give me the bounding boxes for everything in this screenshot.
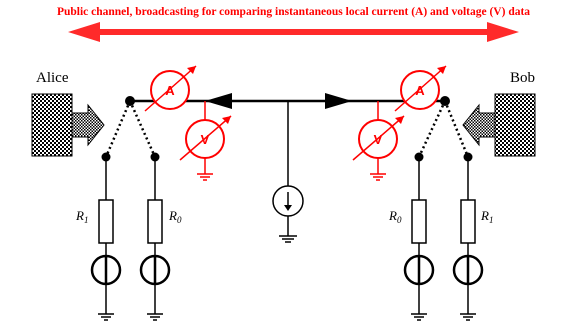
resistor-label-bob-r0: R0 <box>388 208 402 225</box>
resistor-alice-r1 <box>98 199 114 244</box>
bob-label: Bob <box>510 70 536 86</box>
alice-voltmeter: V <box>179 101 232 181</box>
alice-ammeter: A <box>144 65 197 112</box>
voltage-sources <box>90 254 484 286</box>
alice-label: Alice <box>36 70 69 86</box>
resistor-label-bob-r1: R1 <box>480 208 493 225</box>
resistor-label-alice-r0: R0 <box>168 208 182 225</box>
resistor-bob-r0 <box>411 199 427 244</box>
bob-voltmeter: V <box>352 101 405 181</box>
bob-ammeter: A <box>394 65 447 112</box>
bob-ammeter-label: A <box>415 83 425 98</box>
alice-terminal <box>31 93 105 157</box>
channel-title: Public channel, broadcasting for compari… <box>56 6 531 18</box>
branch-wires <box>105 157 469 314</box>
resistor-alice-r0 <box>147 199 163 244</box>
voltage-source-bars <box>104 256 470 284</box>
switch-contacts <box>101 152 473 162</box>
bob-voltmeter-label: V <box>374 132 383 147</box>
current-arrow-left <box>205 93 232 109</box>
current-arrow-right <box>325 93 352 109</box>
alice-voltmeter-label: V <box>201 132 210 147</box>
resistor-bob-r1 <box>460 199 476 244</box>
bob-terminal <box>462 93 536 157</box>
central-current-source <box>272 101 304 243</box>
alice-ammeter-label: A <box>165 83 175 98</box>
switch-lines <box>104 100 470 158</box>
resistor-label-alice-r1: R1 <box>75 208 88 225</box>
public-channel-arrow <box>68 22 519 42</box>
ground-symbols <box>98 313 476 321</box>
